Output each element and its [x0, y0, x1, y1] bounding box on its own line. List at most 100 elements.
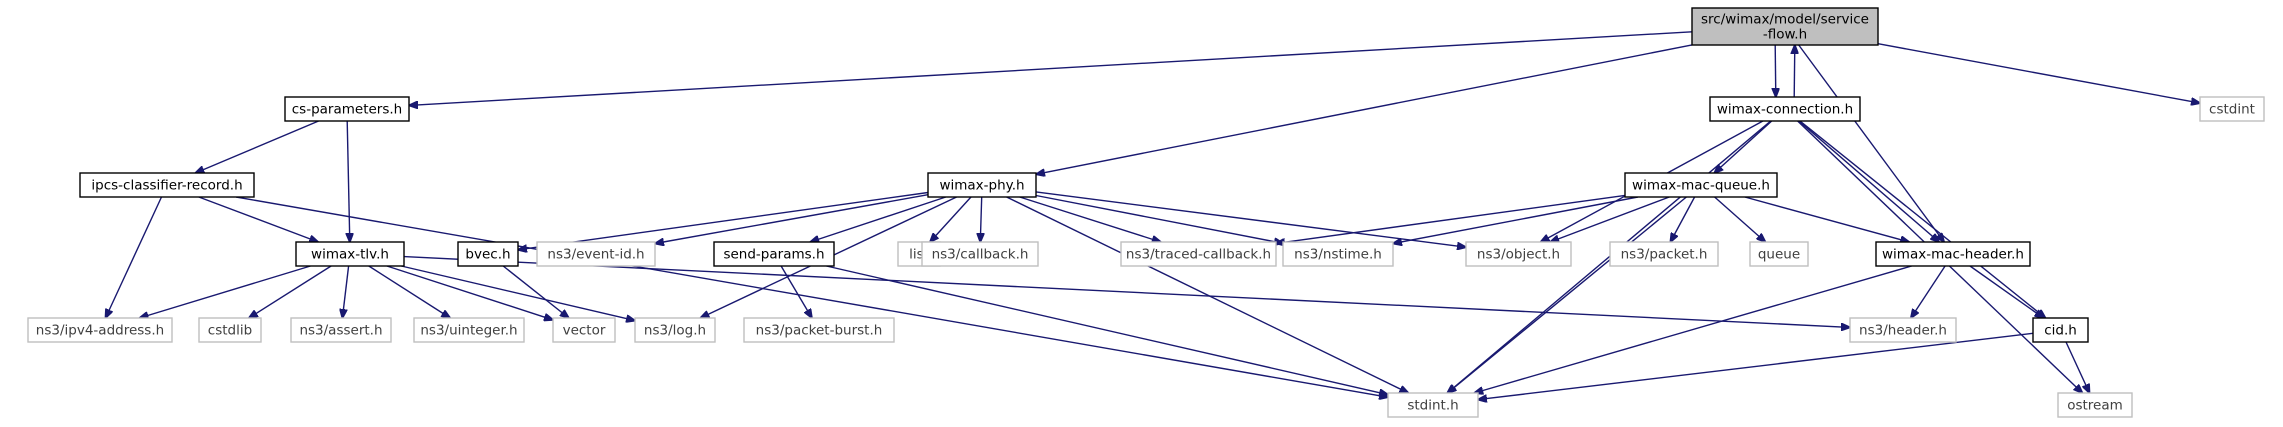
edge-wimax-phy-to-send-params: [810, 196, 947, 242]
edge-wimax-connection-to-wimax-mac-queue: [1714, 120, 1773, 173]
node-label-event-id: ns3/event-id.h: [547, 247, 644, 263]
node-box-log: [634, 317, 716, 343]
node-label-object: ns3/object.h: [1477, 247, 1560, 263]
edge-wimax-tlv-to-vector: [386, 265, 553, 320]
edge-wimax-tlv-to-uinteger: [368, 265, 450, 318]
node-object: ns3/object.h: [1465, 241, 1572, 267]
edge-service-flow-to-wimax-connection: [1775, 44, 1776, 97]
node-box-send-params: [713, 241, 835, 267]
node-box-callback: [921, 241, 1039, 267]
node-bvec[interactable]: bvec.h: [457, 241, 519, 267]
edge-cs-parameters-to-wimax-tlv: [347, 120, 350, 242]
node-box-wimax-mac-queue: [1624, 172, 1778, 198]
edge-wimax-phy-to-bvec: [518, 191, 929, 250]
node-event-id: ns3/event-id.h: [536, 241, 656, 267]
node-label-wimax-mac-header: wimax-mac-header.h: [1882, 247, 2024, 263]
node-label-nstime: ns3/nstime.h: [1294, 247, 1382, 263]
node-ipcs-classifier-record[interactable]: ipcs-classifier-record.h: [79, 172, 255, 198]
node-label-cstdlib: cstdlib: [208, 323, 252, 339]
node-log: ns3/log.h: [634, 317, 716, 343]
node-box-packet-burst: [743, 317, 895, 343]
edge-layer: [106, 31, 2201, 400]
node-box-assert: [290, 317, 392, 343]
edge-wimax-mac-queue-to-nstime: [1393, 196, 1639, 244]
node-box-packet: [1609, 241, 1719, 267]
node-label-cs-parameters: cs-parameters.h: [292, 102, 402, 118]
node-box-uinteger: [413, 317, 525, 343]
node-wimax-tlv[interactable]: wimax-tlv.h: [295, 241, 405, 267]
node-nstime: ns3/nstime.h: [1282, 241, 1394, 267]
edge-wimax-mac-header-to-cid: [1969, 265, 2044, 318]
node-label-send-params: send-params.h: [723, 247, 824, 263]
node-box-header: [1849, 317, 1957, 343]
node-cid[interactable]: cid.h: [2032, 317, 2089, 343]
node-label-queue: queue: [1758, 247, 1800, 263]
edge-wimax-tlv-to-cstdlib: [249, 265, 332, 318]
edge-wimax-mac-queue-to-wimax-mac-header: [1744, 196, 1909, 242]
node-vector: vector: [552, 317, 616, 343]
edge-ipcs-classifier-record-to-wimax-tlv: [198, 196, 318, 242]
node-callback: ns3/callback.h: [921, 241, 1039, 267]
edge-wimax-mac-queue-to-stdint: [1448, 196, 1687, 393]
node-box-cid: [2032, 317, 2089, 343]
node-packet-burst: ns3/packet-burst.h: [743, 317, 895, 343]
edge-service-flow-to-cs-parameters: [409, 31, 1693, 106]
node-box-wimax-phy: [927, 172, 1037, 198]
node-label-ostream: ostream: [2067, 398, 2123, 414]
edge-wimax-mac-queue-to-packet: [1670, 196, 1696, 242]
node-wimax-mac-header[interactable]: wimax-mac-header.h: [1875, 241, 2031, 267]
edge-wimax-phy-to-list: [930, 196, 972, 242]
node-service-flow[interactable]: src/wimax/model/service-flow.h: [1691, 7, 1879, 46]
node-box-ostream: [2057, 392, 2133, 418]
edge-wimax-connection-to-cid: [1799, 120, 2046, 318]
node-box-ipcs-classifier-record: [79, 172, 255, 198]
node-label-callback: ns3/callback.h: [932, 247, 1029, 263]
node-box-cs-parameters: [284, 96, 410, 122]
node-stdint: stdint.h: [1387, 392, 1479, 418]
node-box-ipv4-address: [27, 317, 173, 343]
node-label-uinteger: ns3/uinteger.h: [420, 323, 517, 339]
node-ostream: ostream: [2057, 392, 2133, 418]
edge-wimax-tlv-to-log: [401, 265, 635, 321]
node-wimax-phy[interactable]: wimax-phy.h: [927, 172, 1037, 198]
node-box-vector: [552, 317, 616, 343]
node-box-service-flow: [1691, 7, 1879, 46]
node-box-wimax-mac-header: [1875, 241, 2031, 267]
node-label-vector: vector: [563, 323, 606, 339]
edge-service-flow-to-cstdint: [1877, 43, 2200, 103]
edge-wimax-mac-queue-to-queue: [1714, 196, 1766, 242]
node-send-params[interactable]: send-params.h: [713, 241, 835, 267]
node-label-stdint: stdint.h: [1407, 398, 1458, 414]
edge-wimax-mac-queue-to-object: [1550, 196, 1670, 242]
node-queue: queue: [1749, 241, 1809, 267]
node-cs-parameters[interactable]: cs-parameters.h: [284, 96, 410, 122]
node-layer: src/wimax/model/service-flow.h cs-paramet…: [27, 7, 2265, 418]
node-wimax-connection[interactable]: wimax-connection.h: [1709, 96, 1861, 122]
edge-send-params-to-stdint: [826, 265, 1388, 395]
node-label-wimax-phy: wimax-phy.h: [939, 178, 1024, 194]
node-label-log: ns3/log.h: [644, 323, 706, 339]
edge-wimax-phy-to-traced-callback: [1019, 196, 1161, 242]
edge-ipcs-classifier-record-to-ipv4-address: [106, 196, 163, 318]
node-label-assert: ns3/assert.h: [299, 323, 382, 339]
node-label-traced-callback: ns3/traced-callback.h: [1126, 247, 1271, 263]
node-label-service-flow: src/wimax/model/service: [1701, 12, 1869, 28]
edge-wimax-phy-to-stdint: [1006, 196, 1409, 393]
node-wimax-mac-queue[interactable]: wimax-mac-queue.h: [1624, 172, 1778, 198]
edge-wimax-connection-to-stdint: [1447, 120, 1772, 393]
edge-cs-parameters-to-ipcs-classifier-record: [195, 120, 319, 173]
node-label-wimax-connection: wimax-connection.h: [1717, 102, 1853, 118]
node-box-event-id: [536, 241, 656, 267]
node-box-object: [1465, 241, 1572, 267]
node-box-queue: [1749, 241, 1809, 267]
edge-wimax-phy-to-event-id: [655, 194, 929, 244]
node-label-ipv4-address: ns3/ipv4-address.h: [36, 323, 164, 339]
node-label-wimax-mac-queue: wimax-mac-queue.h: [1632, 178, 1770, 194]
node-label-wimax-tlv: wimax-tlv.h: [311, 247, 389, 263]
edge-ipcs-classifier-record-to-stdint: [235, 196, 1388, 397]
node-label-packet: ns3/packet.h: [1621, 247, 1708, 263]
edge-wimax-phy-to-object: [1035, 191, 1466, 247]
node-cstdint: cstdint: [2199, 96, 2265, 122]
edge-cid-to-stdint: [1478, 332, 2034, 399]
